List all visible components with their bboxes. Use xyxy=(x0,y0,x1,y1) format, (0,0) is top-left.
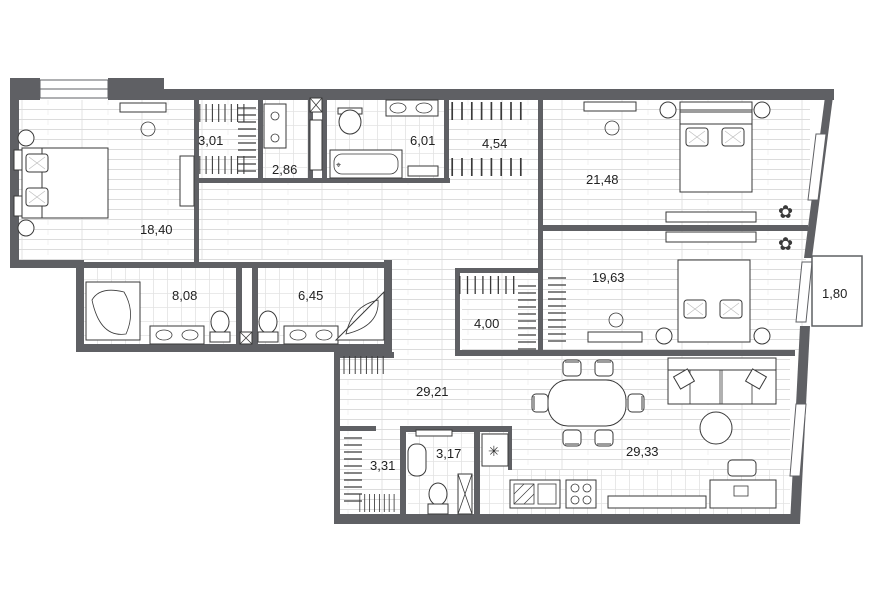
label-bathroom-mid: 6,45 xyxy=(298,288,323,303)
svg-text:✿: ✿ xyxy=(778,202,793,223)
dining-table xyxy=(531,359,645,447)
label-toilet-bottom: 3,17 xyxy=(436,446,461,461)
room-labels: 18,40 3,01 2,86 6,01 4,54 21,48 8,08 6,4… xyxy=(140,133,847,473)
balcony xyxy=(806,255,863,327)
label-closet-bottom: 3,31 xyxy=(370,458,395,473)
label-bedroom-top-right: 21,48 xyxy=(586,172,619,187)
label-closet-mid: 4,00 xyxy=(474,316,499,331)
bathroom-left-fixtures xyxy=(85,281,253,345)
label-hallway: 29,21 xyxy=(416,384,449,399)
label-bedroom-mid-right: 19,63 xyxy=(592,270,625,285)
sofa xyxy=(667,357,777,445)
walls xyxy=(10,78,834,524)
svg-text:⌖: ⌖ xyxy=(336,161,341,171)
toilet-bottom-fixtures xyxy=(407,429,473,515)
label-closet-top-left: 3,01 xyxy=(198,133,223,148)
bathroom-top-fixtures: ⌖ xyxy=(329,99,439,179)
svg-text:✿: ✿ xyxy=(778,234,793,255)
kitchen-fixtures: ✳ xyxy=(481,433,777,509)
bed-top-right: ✿ xyxy=(583,101,793,223)
windows xyxy=(39,79,827,477)
label-living-kitchen: 29,33 xyxy=(626,444,659,459)
bed-left xyxy=(13,102,195,237)
label-utility: 2,86 xyxy=(272,162,297,177)
label-bedroom-left: 18,40 xyxy=(140,222,173,237)
label-bathroom-left: 8,08 xyxy=(172,288,197,303)
bathroom-mid-fixtures xyxy=(257,290,385,345)
bed-mid-right: ✿ xyxy=(587,231,793,345)
label-closet-top-mid: 4,54 xyxy=(482,136,507,151)
label-bathroom-top: 6,01 xyxy=(410,133,435,148)
utility-fixtures xyxy=(263,97,323,171)
svg-text:✳: ✳ xyxy=(488,444,500,460)
label-balcony: 1,80 xyxy=(822,286,847,301)
